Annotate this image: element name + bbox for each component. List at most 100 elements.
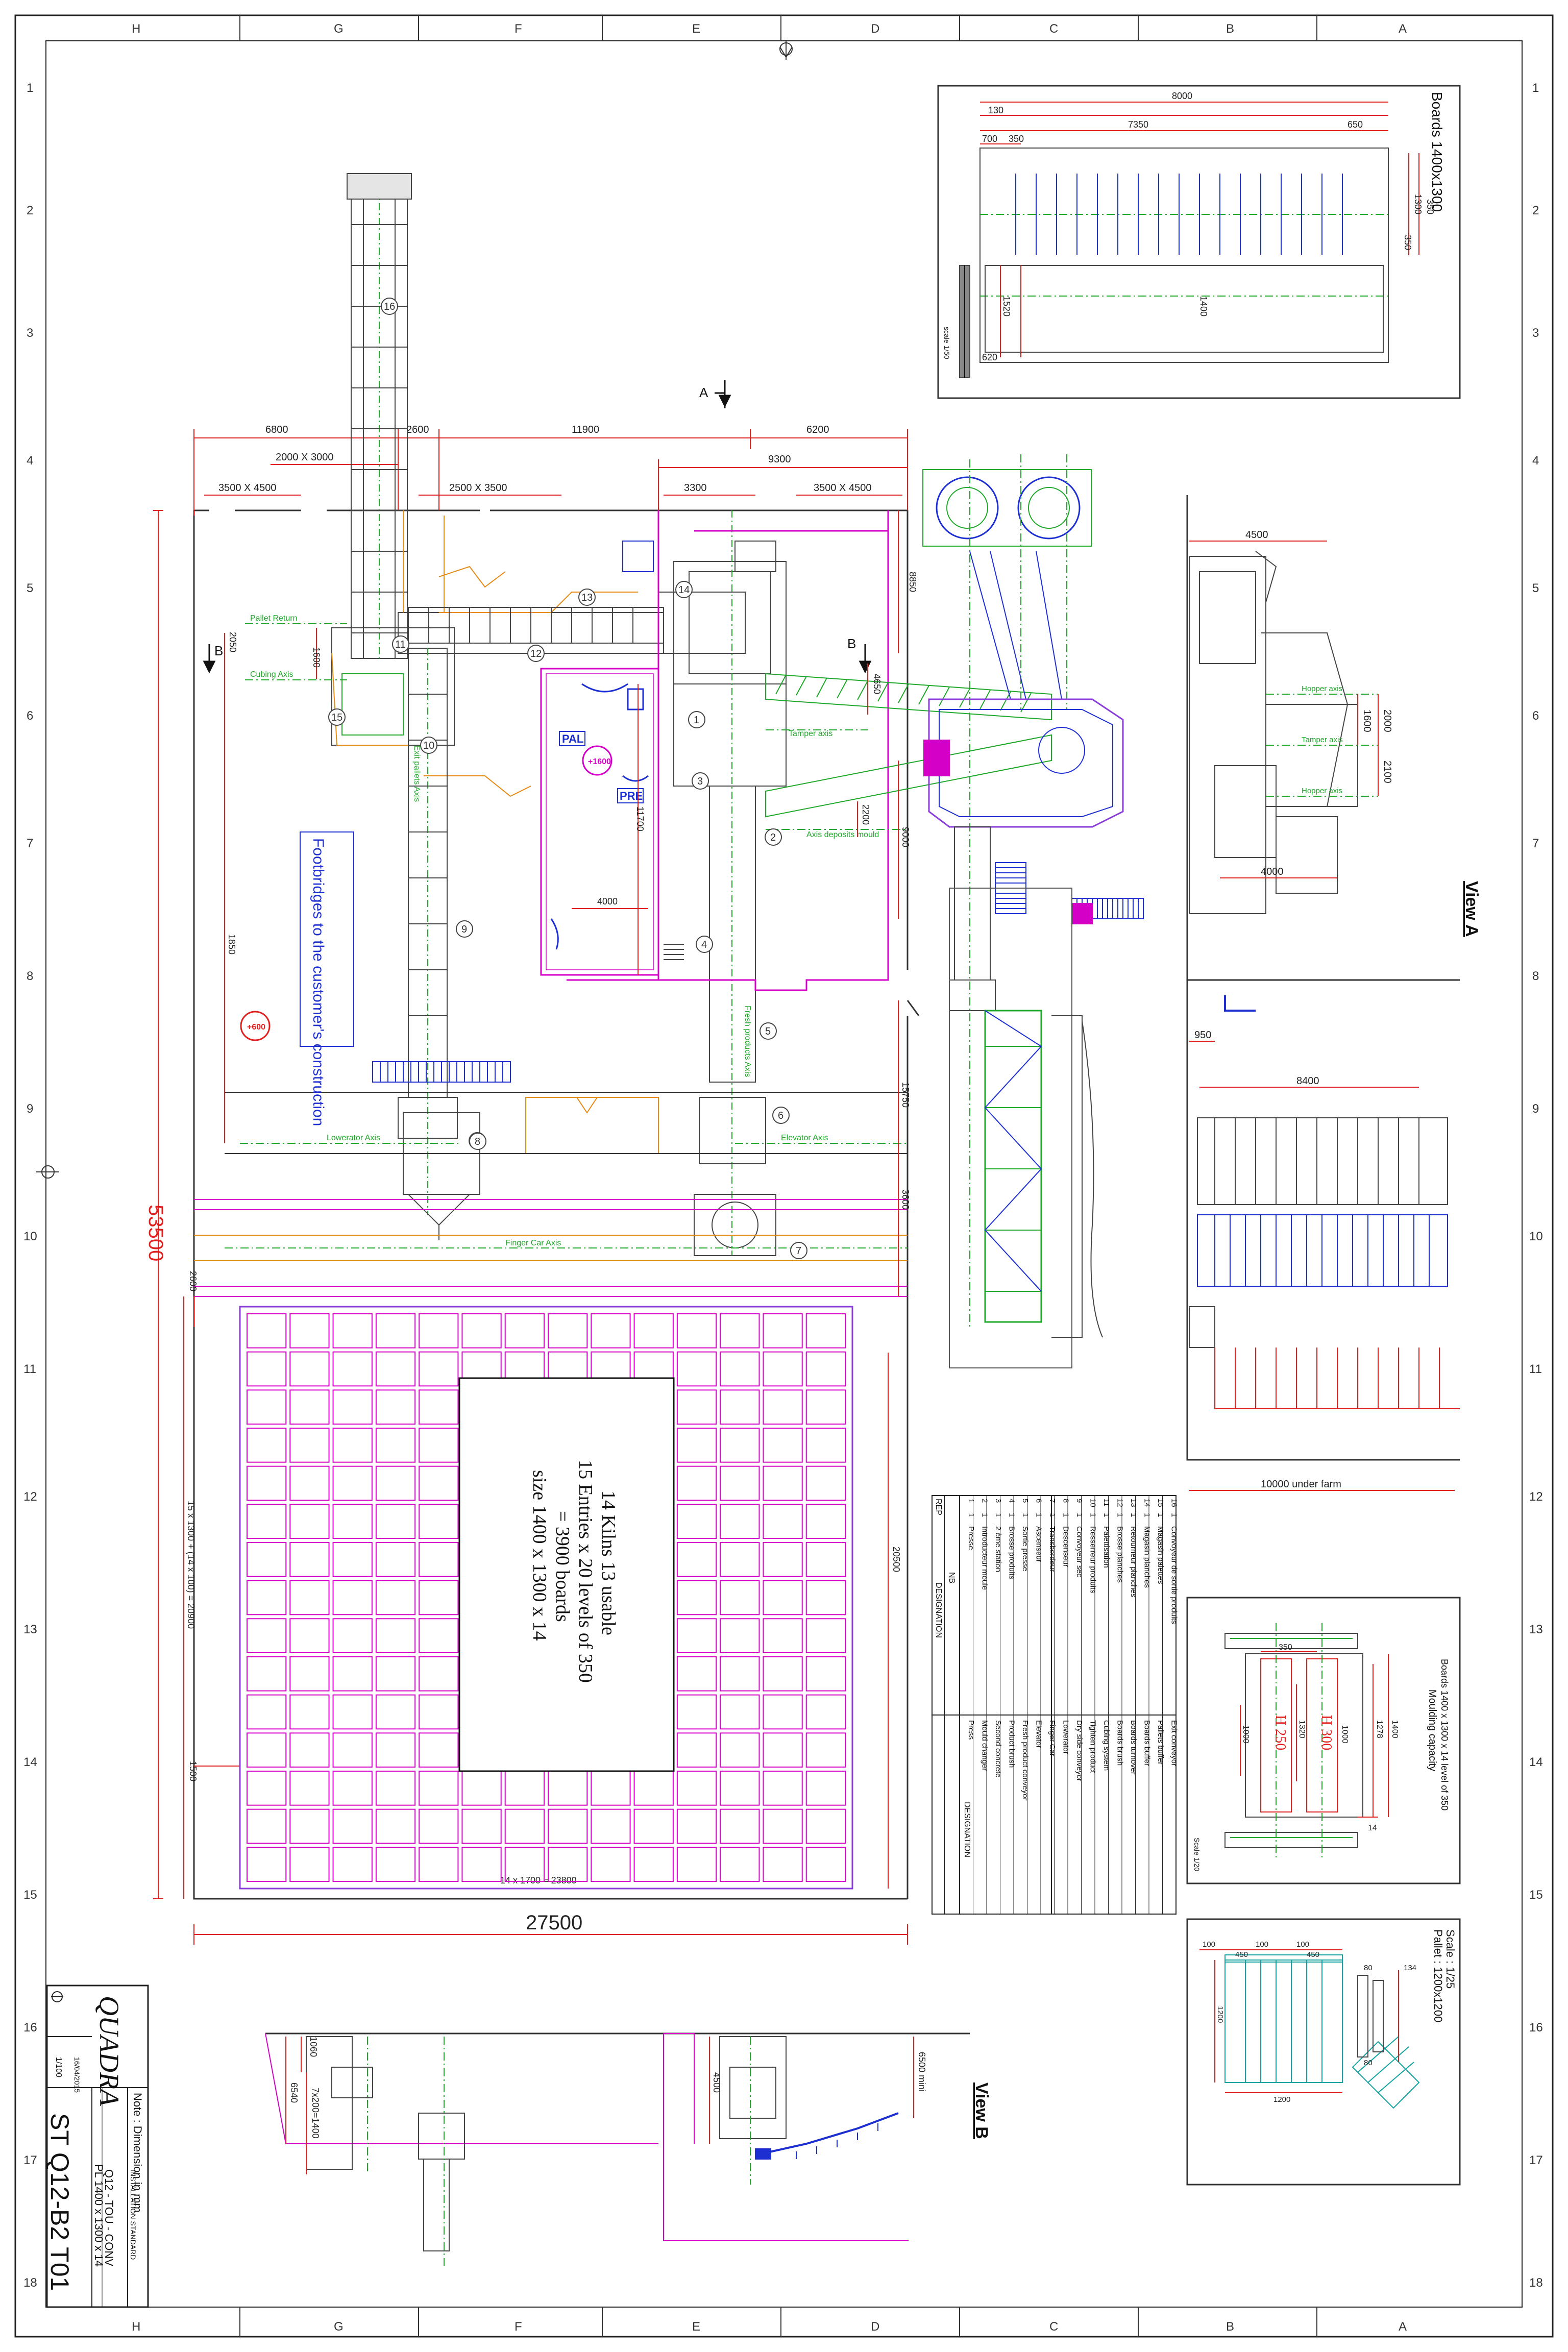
kiln-cell [419, 1808, 459, 1844]
legend-designation-fr: Brosse planches [1116, 1526, 1124, 1583]
kiln-cell [763, 1771, 803, 1806]
grid-letter: F [514, 22, 522, 36]
kiln-cell [247, 1351, 287, 1387]
kiln-cell [633, 1771, 674, 1806]
dim-grid-width: 14 x 1700 = 23800 [500, 1875, 577, 1885]
legend-designation-fr: Descenseur [1062, 1526, 1070, 1567]
grid-number: 14 [23, 1755, 37, 1769]
kiln-cell [805, 1771, 846, 1806]
grid-letter: E [692, 22, 700, 36]
legend-rep: 14 [1143, 1499, 1152, 1507]
dim-1600: 1600 [311, 647, 322, 668]
kiln-cell [805, 1465, 846, 1501]
kiln-cell [676, 1580, 717, 1615]
grid-number: 7 [1532, 837, 1539, 850]
legend-designation-fr: Sortie presse [1021, 1526, 1030, 1571]
kiln-cell [289, 1808, 330, 1844]
grid-number: 7 [27, 837, 33, 850]
moulding-dim-1278: 1278 [1375, 1720, 1384, 1738]
footbridges-text: Footbridges to the customer's constructi… [310, 838, 327, 1126]
moulding-dim-350: 350 [1279, 1643, 1292, 1652]
moulding-subtitle: Boards 1400 x 1300 x 14 level of 350 [1439, 1659, 1450, 1810]
kiln-cell [805, 1732, 846, 1768]
kiln-cell [332, 1504, 373, 1539]
title-date: 16/04/2015 [73, 2057, 81, 2093]
kiln-cell [375, 1389, 416, 1425]
kiln-cell [375, 1542, 416, 1577]
kiln-cell [504, 1771, 545, 1806]
main-plan: 6800 2600 11900 6200 9300 2000 X 3000 35… [144, 173, 1144, 1945]
kiln-cell [676, 1771, 717, 1806]
pallet-scale: Scale : 1/25 [1444, 1929, 1457, 1989]
kiln-cell [720, 1771, 760, 1806]
kiln-cell [763, 1808, 803, 1844]
dimension-note: Note : Dimension in mm [131, 2093, 144, 2213]
legend-rep: 5 [1021, 1499, 1030, 1503]
kiln-cell [247, 1504, 287, 1539]
legend-header-nb: NB [947, 1572, 956, 1583]
kiln-cell [548, 1847, 588, 1882]
dim-2500x3500: 2500 X 3500 [449, 482, 507, 494]
grid-number: 4 [27, 454, 33, 468]
kiln-cell [375, 1504, 416, 1539]
item-16: 16 [384, 301, 395, 312]
kiln-cell [375, 1694, 416, 1730]
grid-letter: G [334, 2320, 344, 2334]
legend-designation-en: Fresh product conveyor [1021, 1720, 1030, 1801]
legend-nb: 1 [967, 1513, 975, 1517]
grid-number: 16 [1529, 2021, 1543, 2035]
kiln-cell [419, 1351, 459, 1387]
grid-letter: D [871, 22, 879, 36]
legend-designation-en: Finger Car [1048, 1720, 1057, 1756]
kiln-cell [763, 1389, 803, 1425]
kiln-cell [289, 1428, 330, 1463]
legend-designation-en: Lowerator [1062, 1720, 1070, 1754]
dim-2200: 2200 [861, 804, 871, 825]
kiln-line-3: = 3900 boards [552, 1511, 573, 1622]
legend-designation-fr: Convoyeur de sortie produits [1170, 1526, 1179, 1624]
control-room-labels: PAL PRE +1600 +600 [240, 731, 644, 1041]
view-a-tamper-axis: Tamper axis [1302, 736, 1343, 744]
kiln-cell [720, 1580, 760, 1615]
item-markers: 16 14 13 12 11 10 9 8 7 6 5 4 3 2 1 15 [328, 298, 807, 1259]
kiln-cell [720, 1313, 760, 1349]
legend-header-rep: REP [934, 1499, 943, 1515]
pallet-dim-80-a: 80 [1364, 1964, 1373, 1972]
kiln-cell [375, 1847, 416, 1882]
boards-dim-130: 130 [988, 105, 1003, 115]
cubing-axis-label: Cubing Axis [250, 670, 293, 679]
view-a-dim-2100: 2100 [1382, 761, 1393, 783]
title-project: Q12 - TOU - CONV [103, 2169, 115, 2266]
legend-nb: 1 [1102, 1513, 1111, 1517]
kiln-cell [332, 1656, 373, 1692]
kiln-cell [375, 1732, 416, 1768]
moulding-title: Moulding capacity [1427, 1689, 1438, 1771]
kiln-cell [289, 1694, 330, 1730]
pallet-dim-80-b: 80 [1364, 2059, 1373, 2067]
boards-dim-7350: 7350 [1128, 119, 1148, 130]
grid-number: 11 [23, 1362, 36, 1376]
legend-designation-fr: Retourneur planches [1129, 1526, 1138, 1597]
legend-nb: 1 [1048, 1513, 1057, 1517]
kiln-cell [289, 1656, 330, 1692]
legend-designation-en: Exit conveyor [1170, 1720, 1179, 1766]
boards-dim-1400: 1400 [1198, 296, 1209, 316]
view-a-dim-10000: 10000 under farm [1261, 1479, 1341, 1490]
kiln-cell [676, 1504, 717, 1539]
legend-designation-en: Boards brush [1116, 1720, 1124, 1766]
kiln-cell [332, 1580, 373, 1615]
legend-rep: 13 [1129, 1499, 1138, 1507]
legend-rep: 6 [1035, 1499, 1043, 1503]
view-b-dim-6540: 6540 [289, 2082, 299, 2103]
kiln-cell [419, 1428, 459, 1463]
kiln-cell [247, 1847, 287, 1882]
legend-designation-fr: Ascenseur [1035, 1526, 1043, 1562]
grid-number: 1 [1532, 81, 1539, 95]
pallet-dim-134: 134 [1404, 1964, 1416, 1972]
grid-letter: H [132, 2320, 140, 2334]
hopper-installation [765, 454, 1124, 1368]
legend-rep: 4 [1008, 1499, 1016, 1503]
legend-designation-fr: Palettisation [1102, 1526, 1111, 1568]
kiln-cell [805, 1580, 846, 1615]
